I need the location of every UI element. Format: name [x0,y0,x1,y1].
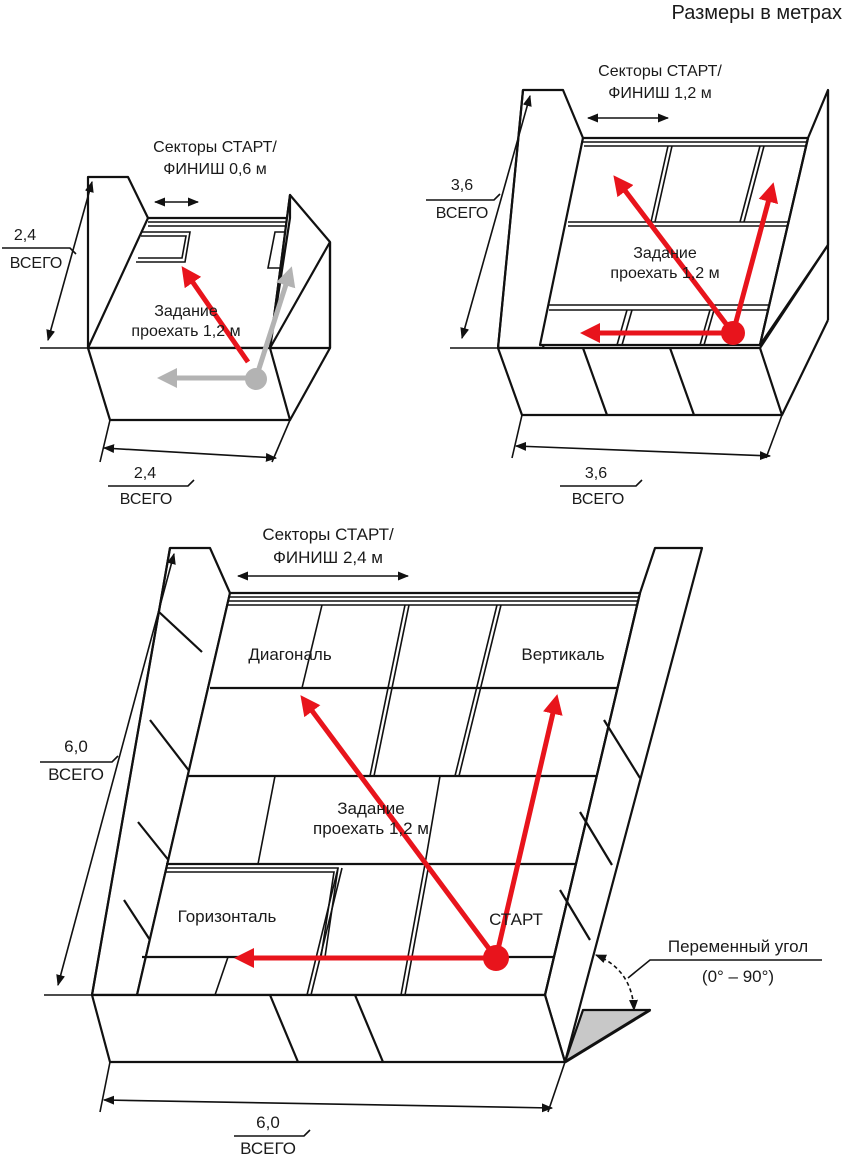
medium-width-total: ВСЕГО [572,491,625,508]
large-depth-value: 6,0 [64,737,88,756]
small-task-line1: Задание [154,303,218,320]
large-width-value: 6,0 [256,1113,280,1132]
medium-width-dimension [514,441,772,461]
large-angle-arc-icon [594,954,638,1012]
large-sectors-line2: ФИНИШ 2,4 м [273,548,383,567]
small-depth-total: ВСЕГО [10,255,63,272]
large-sectors-line1: Секторы СТАРТ/ [262,525,394,544]
large-width-total: ВСЕГО [240,1139,296,1158]
medium-depth-value: 3,6 [451,177,473,194]
medium-front-face [496,346,784,417]
large-start-label: СТАРТ [489,910,543,929]
small-task-line2: проехать 1,2 м [131,323,240,340]
medium-diagonal-path [613,175,735,335]
large-angle-line1: Переменный угол [668,937,808,956]
small-width-dimension [102,444,278,462]
small-sectors-line1: Секторы СТАРТ/ [153,139,277,156]
large-diagonal-label: Диагональ [248,645,332,664]
large-start-dot-icon [483,945,509,971]
medium-width-value: 3,6 [585,465,607,482]
large-apparatus: Диагональ Вертикаль Горизонталь СТАРТ За… [40,525,822,1158]
large-task-line2: проехать 1,2 м [313,819,429,838]
medium-vertical-path [730,182,779,334]
small-diagonal-path [181,266,251,364]
small-sectors-line2: ФИНИШ 0,6 м [163,161,267,178]
large-task-line1: Задание [337,799,404,818]
small-apparatus: Задание проехать 1,2 м Секторы СТАРТ/ ФИ… [2,139,332,508]
medium-depth-total: ВСЕГО [436,205,489,222]
small-depth-value: 2,4 [14,227,36,244]
medium-task-line2: проехать 1,2 м [610,265,719,282]
large-diagonal-path [300,695,499,960]
large-front-face [90,993,567,1064]
small-start-dot-icon [245,368,267,390]
large-depth-dimension [56,552,176,987]
units-note: Размеры в метрах [672,2,842,24]
large-depth-total: ВСЕГО [48,765,104,784]
small-width-total: ВСЕГО [120,491,173,508]
medium-start-dot-icon [721,321,745,345]
medium-sectors-line2: ФИНИШ 1,2 м [608,85,712,102]
medium-depth-dimension [460,94,532,340]
medium-task-line1: Задание [633,245,697,262]
medium-sectors-line1: Секторы СТАРТ/ [598,63,722,80]
large-angle-line2: (0° – 90°) [702,967,774,986]
small-vertical-path [253,266,296,379]
large-horizontal-label: Горизонталь [178,907,277,926]
large-width-dimension [102,1095,554,1113]
small-width-value: 2,4 [134,465,156,482]
small-depth-dimension [46,180,94,342]
medium-apparatus: Задание проехать 1,2 м Секторы СТАРТ/ ФИ… [426,63,830,508]
large-vertical-path [493,694,563,959]
large-vertical-label: Вертикаль [521,645,604,664]
